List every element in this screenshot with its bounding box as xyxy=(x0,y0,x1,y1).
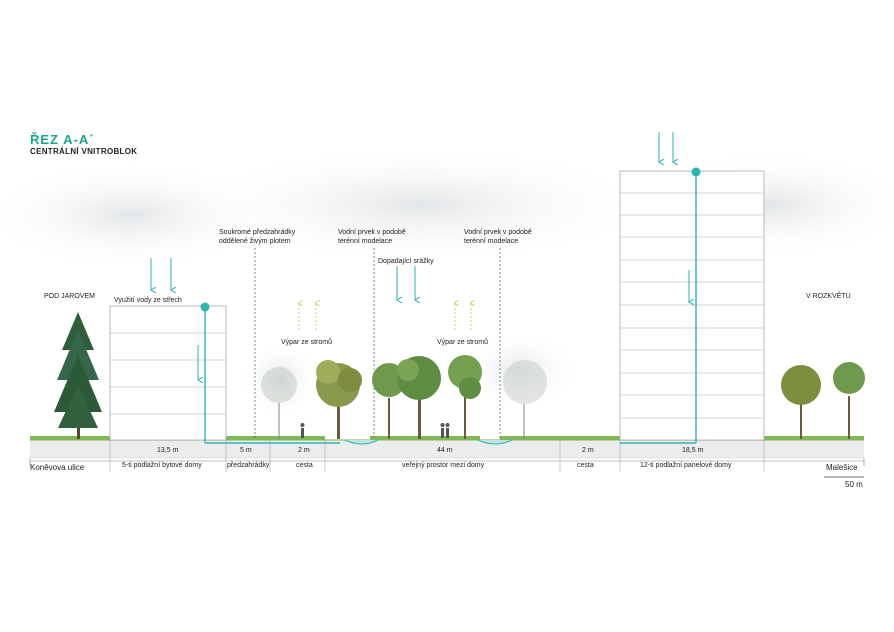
zone-label-1: 5-ti podlažní bytové domy xyxy=(122,462,202,469)
ground-strip xyxy=(30,440,864,458)
people xyxy=(300,423,450,438)
annotation-private-gardens: Soukromé předzahrádky oddělené živým plo… xyxy=(219,229,296,245)
zone-label-2: předzahrádky xyxy=(227,462,270,469)
roof-water-pipe-right xyxy=(689,167,701,443)
grass xyxy=(30,436,864,440)
evaporation-arrows xyxy=(299,303,471,330)
street-right: Malešice xyxy=(826,463,858,472)
rain-arrows xyxy=(151,132,673,300)
annotation-evaporation-1: Výpar ze stromů xyxy=(281,339,332,346)
building-12-floor xyxy=(619,170,765,441)
dimension-1: 13,5 m xyxy=(157,447,179,454)
zone-label-6: 12-ti podlažní panelové domy xyxy=(640,462,732,469)
water-depression-2 xyxy=(477,439,513,445)
annotation-roof-water: Využití vody ze střech xyxy=(114,297,182,304)
annotation-evaporation-2: Výpar ze stromů xyxy=(437,339,488,346)
building-5-floor xyxy=(109,305,227,441)
section-title: ŘEZ A-A´ xyxy=(30,132,95,147)
dimension-4: 44 m xyxy=(437,447,453,454)
street-left: Koněvova ulice xyxy=(30,463,85,472)
conifer-tree xyxy=(54,312,102,439)
dimension-2: 5 m xyxy=(240,447,252,454)
zone-label-4: veřejný prostor mezi domy xyxy=(402,462,485,469)
dimension-5: 2 m xyxy=(582,447,594,454)
side-label-left: POD JAROVEM xyxy=(44,293,95,300)
zone-label-3: cesta xyxy=(296,462,313,469)
scale-label: 50 m xyxy=(845,480,863,489)
water-depression-1 xyxy=(344,439,379,445)
deciduous-trees xyxy=(261,355,865,439)
side-label-right: V ROZKVĚTU xyxy=(806,293,851,300)
dimension-6: 18,5 m xyxy=(682,447,704,454)
annotation-water-feature-1: Vodní prvek v podobě terénní modelace xyxy=(338,229,406,245)
annotation-water-feature-2: Vodní prvek v podobě terénní modelace xyxy=(464,229,532,245)
section-subtitle: CENTRÁLNÍ VNITROBLOK xyxy=(30,147,138,156)
roof-water-pipe-left xyxy=(198,302,210,443)
annotation-rainfall: Dopadající srážky xyxy=(378,258,434,265)
zone-label-5: cesta xyxy=(577,462,594,469)
dimension-3: 2 m xyxy=(298,447,310,454)
